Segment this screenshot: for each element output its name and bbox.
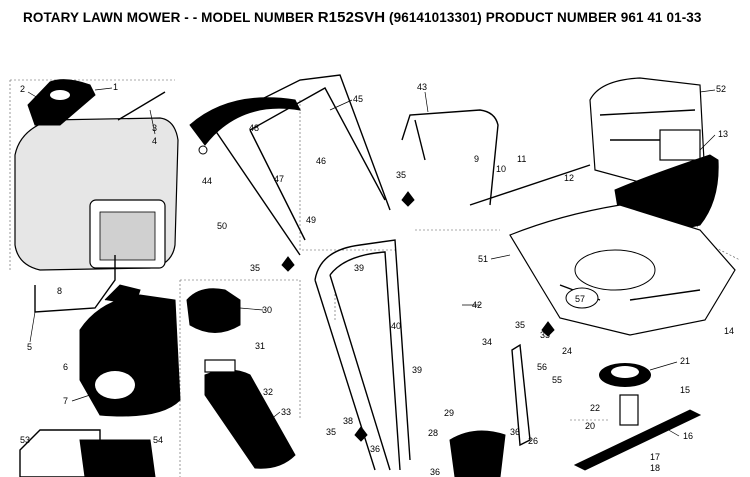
discharge-chute-part [186, 288, 296, 469]
callout-13: 13 [718, 129, 728, 139]
mulch-plug-part [79, 284, 181, 417]
callout-39b: 39 [412, 365, 422, 375]
callout-38: 38 [343, 416, 353, 426]
callout-26: 26 [528, 436, 538, 446]
callout-16: 16 [683, 431, 693, 441]
callout-11: 11 [517, 154, 526, 164]
callout-29: 29 [444, 408, 454, 418]
callout-36b: 36 [430, 467, 440, 477]
bag-handle-part [27, 79, 96, 126]
callout-28: 28 [428, 428, 438, 438]
callout-50: 50 [217, 221, 227, 231]
callout-18: 18 [650, 463, 660, 473]
callout-35e: 35 [540, 330, 550, 340]
callout-30: 30 [262, 305, 272, 315]
callout-52: 52 [716, 84, 726, 94]
title-suffix: (96141013301) PRODUCT NUMBER 961 41 01-3… [389, 10, 702, 25]
callout-34: 34 [482, 337, 492, 347]
callout-53: 53 [20, 435, 30, 445]
height-adjuster-part [511, 343, 531, 447]
wheel-part [449, 430, 506, 477]
callout-46: 46 [316, 156, 326, 166]
callout-15: 15 [680, 385, 690, 395]
callout-17: 17 [650, 452, 660, 462]
diagram-title: ROTARY LAWN MOWER - - MODEL NUMBER R152S… [23, 9, 702, 26]
callout-14: 14 [724, 326, 734, 336]
assembly-guide-lines [9, 79, 741, 477]
callout-35b: 35 [250, 263, 260, 273]
callout-2: 2 [20, 84, 25, 94]
callout-6: 6 [63, 362, 68, 372]
callout-4: 4 [152, 136, 157, 146]
callout-55: 55 [552, 375, 562, 385]
callout-3: 3 [152, 123, 157, 133]
handle-grip-part [189, 97, 301, 146]
callout-7: 7 [63, 396, 68, 406]
callout-9: 9 [474, 154, 479, 164]
callout-49: 49 [306, 215, 316, 225]
callout-21: 21 [680, 356, 690, 366]
callout-5: 5 [27, 342, 32, 352]
bag-frame-part [34, 255, 116, 313]
title-prefix: ROTARY LAWN MOWER - - MODEL NUMBER [23, 10, 314, 25]
callout-35c: 35 [515, 320, 525, 330]
callout-57: 57 [575, 294, 585, 304]
callout-44: 44 [202, 176, 212, 186]
callout-22: 22 [590, 403, 600, 413]
blade-assembly-part [573, 363, 702, 471]
lower-handle-part [314, 239, 411, 471]
callout-56: 56 [537, 362, 547, 372]
grass-bag-part [14, 117, 179, 271]
model-number: R152SVH [317, 9, 386, 26]
callout-54: 54 [153, 435, 163, 445]
bag-rod-part [117, 91, 166, 121]
callout-45: 45 [353, 94, 363, 104]
callout-43: 43 [417, 82, 427, 92]
callout-32: 32 [263, 387, 273, 397]
callout-40: 40 [391, 321, 401, 331]
mower-deck-part [509, 204, 736, 336]
callout-36a: 36 [510, 427, 520, 437]
side-discharge-part [19, 429, 156, 477]
callout-39a: 39 [354, 263, 364, 273]
callout-labels: 1 2 3 4 5 6 7 8 9 10 11 12 13 14 15 16 1… [20, 82, 734, 477]
callout-47: 47 [274, 174, 284, 184]
callout-36c: 36 [370, 444, 380, 454]
callout-51: 51 [478, 254, 488, 264]
callout-31: 31 [255, 341, 265, 351]
callout-35a: 35 [396, 170, 406, 180]
callout-12: 12 [564, 173, 574, 183]
callout-48: 48 [249, 123, 259, 133]
callout-20: 20 [585, 421, 595, 431]
callout-1: 1 [113, 82, 118, 92]
callout-33: 33 [281, 407, 291, 417]
callout-10: 10 [496, 164, 506, 174]
callout-24: 24 [562, 346, 572, 356]
leader-lines [27, 87, 716, 437]
upper-handle-part [214, 74, 391, 256]
control-bail-part [401, 109, 499, 206]
callout-8: 8 [57, 286, 62, 296]
axle-rod-part [469, 164, 591, 206]
knob-parts [281, 191, 555, 442]
callout-35d: 35 [326, 427, 336, 437]
